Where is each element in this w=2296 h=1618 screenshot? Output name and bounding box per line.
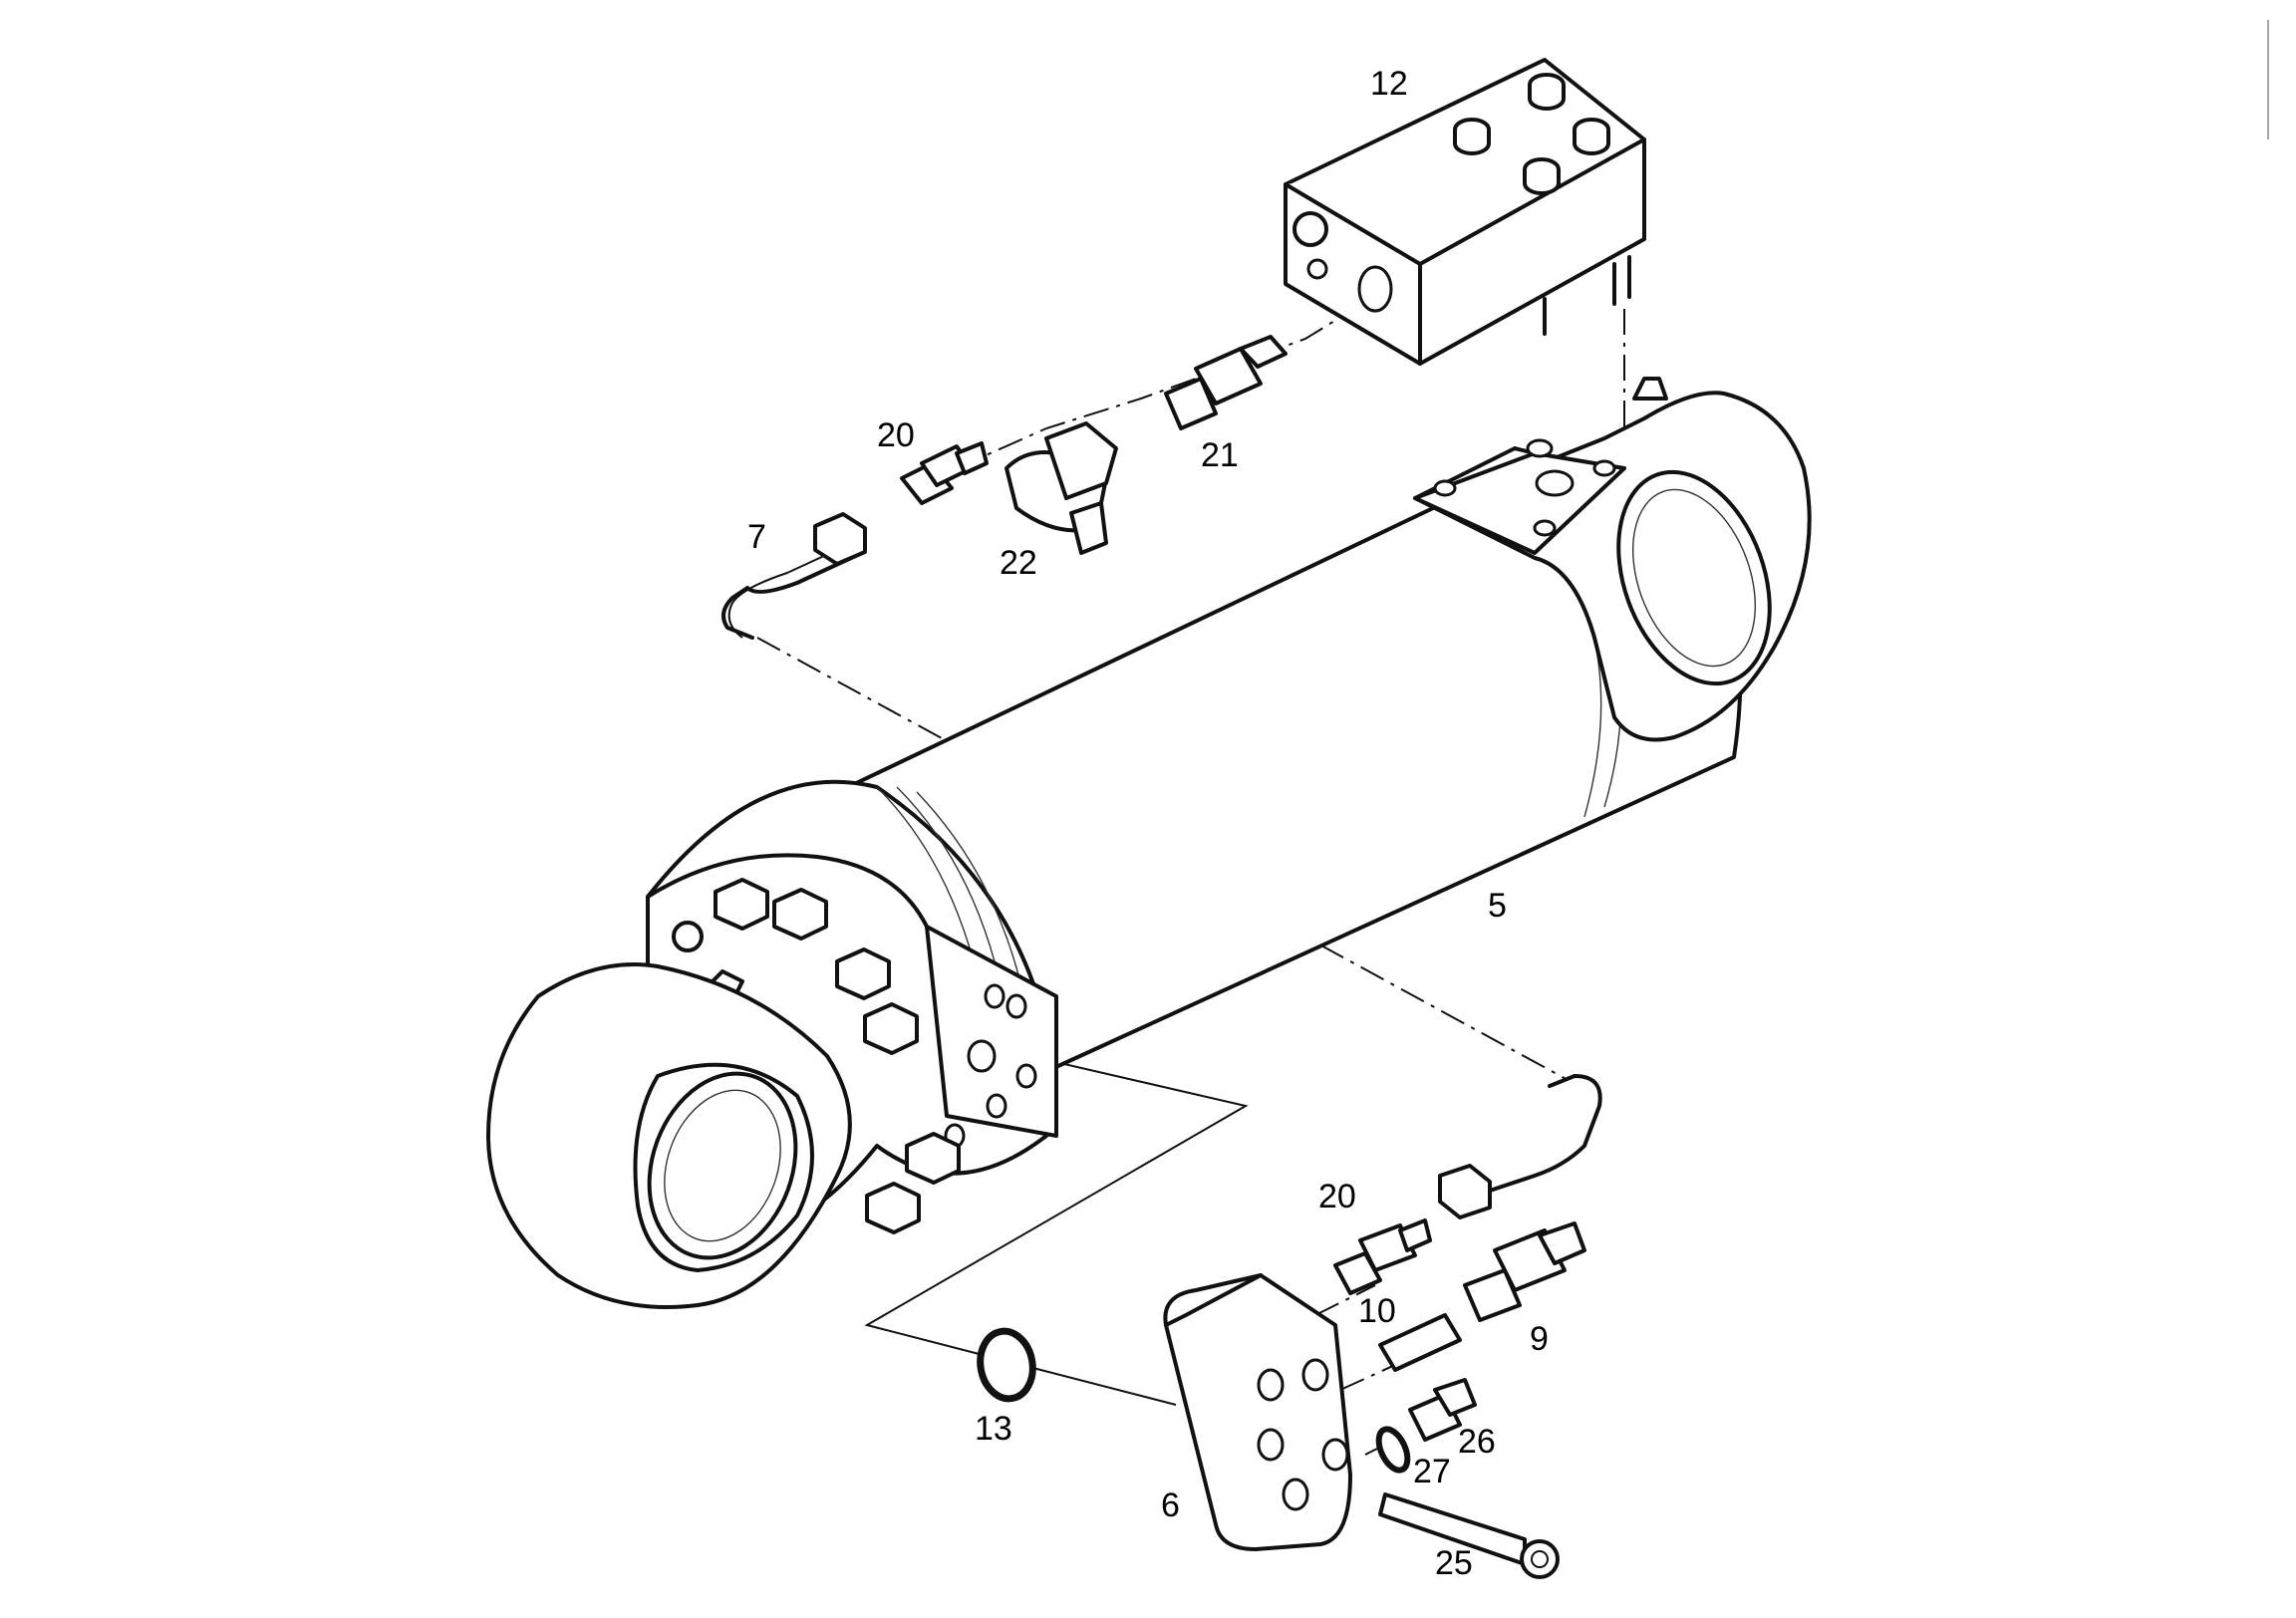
callout-25: 25: [1435, 1544, 1473, 1582]
o-ring-27: [1375, 1426, 1411, 1474]
callout-5: 5: [1488, 887, 1507, 925]
fitting-20-top: [900, 441, 989, 505]
callout-21: 21: [1201, 436, 1239, 474]
callout-6: 6: [1161, 1486, 1180, 1524]
callout-12: 12: [1370, 65, 1408, 103]
o-ring-13: [977, 1327, 1036, 1403]
bolt-25: [1378, 1492, 1560, 1579]
callout-27: 27: [1413, 1453, 1451, 1490]
callout-7: 7: [747, 518, 766, 556]
valve-block-top-bolts: [1453, 73, 1610, 195]
callout-20-bottom: 20: [1318, 1178, 1356, 1215]
cylinder-rear-eye: [1413, 377, 1812, 742]
adapter-fitting-21: [1164, 335, 1288, 430]
pipe-lower: [1438, 1074, 1602, 1219]
fitting-20-bottom: [1333, 1218, 1432, 1295]
callout-10: 10: [1358, 1292, 1396, 1330]
callout-26: 26: [1458, 1423, 1496, 1461]
adapter-fitting-9: [1463, 1221, 1586, 1322]
threaded-screw-10: [1378, 1313, 1462, 1372]
port-block-6: [1163, 1273, 1352, 1551]
valve-block: [1284, 58, 1646, 366]
callout-labels: 12 20 21 22 7 5 20 10 9 26 27 13 6 25: [747, 65, 1549, 1582]
callout-9: 9: [1530, 1320, 1549, 1358]
cylinder-front-eye: [486, 962, 852, 1309]
callout-13: 13: [975, 1410, 1012, 1448]
head-bolts: [672, 878, 961, 1234]
callout-22: 22: [1000, 544, 1037, 582]
callout-20-top: 20: [877, 416, 915, 454]
elbow-fitting-22: [1004, 421, 1118, 555]
pipe-upper: [721, 512, 867, 640]
plug-26: [1408, 1378, 1477, 1442]
